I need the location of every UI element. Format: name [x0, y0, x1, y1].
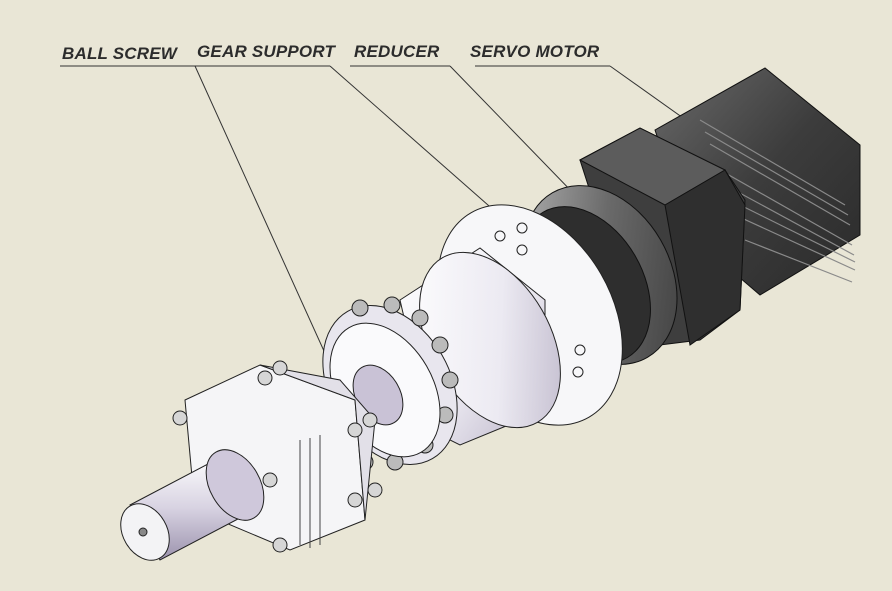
servo-motor: [578, 67, 861, 346]
ball-screw: [120, 360, 383, 561]
label-ball-screw: BALL SCREW: [62, 44, 178, 63]
label-servo-motor: SERVO MOTOR: [470, 42, 600, 61]
label-gear-support: GEAR SUPPORT: [197, 42, 336, 61]
label-reducer: REDUCER: [354, 42, 440, 61]
leader-lines: [60, 65, 701, 383]
